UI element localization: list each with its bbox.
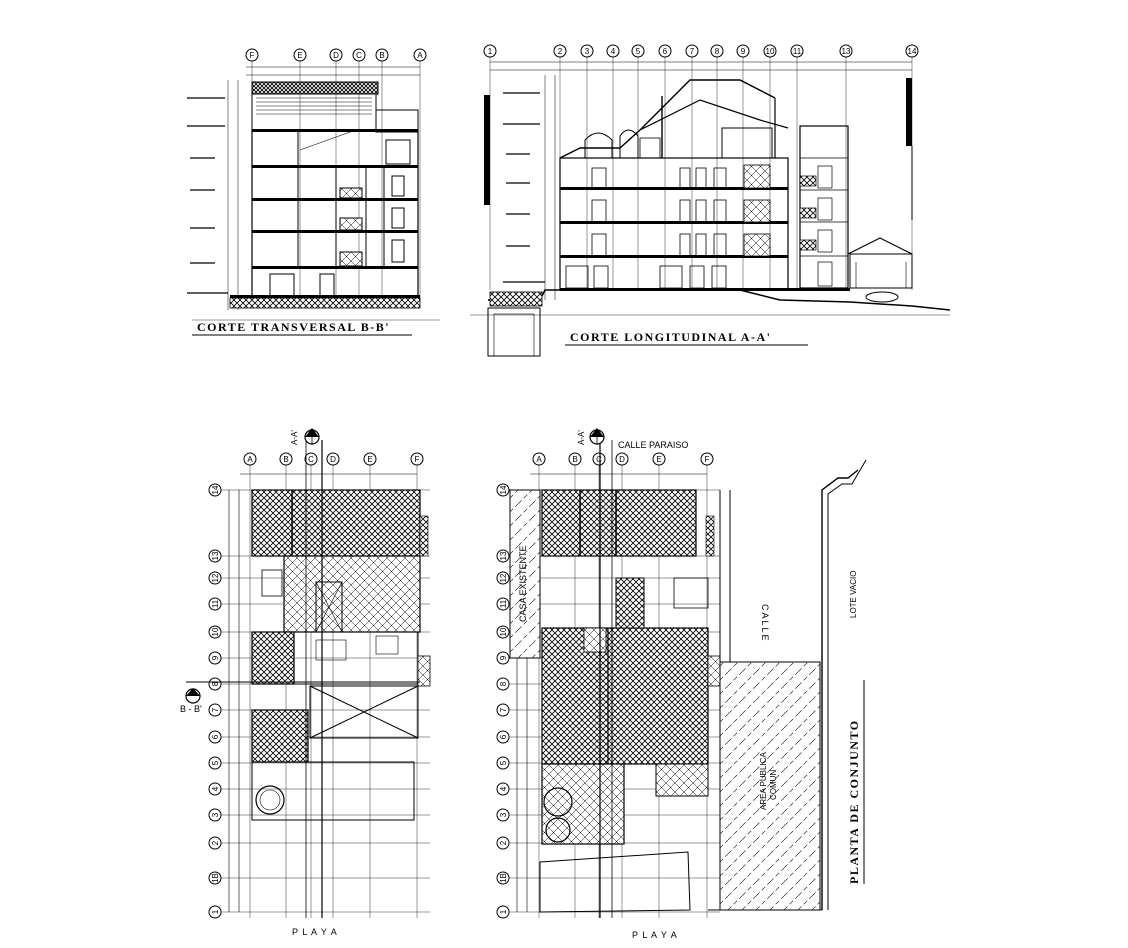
plan-col-label: A [536,455,542,464]
transversal-level-marks [187,80,239,310]
transversal-axis-label: D [333,51,339,60]
plan-row-label: 1 [499,909,508,914]
plan-col-label: B [572,455,577,464]
transversal-axis-label: B [379,51,384,60]
plan-row-label: 4 [211,786,220,791]
longitudinal-axis-label: 11 [793,47,802,56]
section-longitudinal [470,44,951,357]
plan-row-label: 10 [499,627,508,636]
longitudinal-axis-label: 7 [690,47,695,56]
transversal-axis-bubbles [245,48,427,300]
plan-row-label: 3 [499,812,508,817]
plan-row-label: 5 [499,760,508,765]
longitudinal-axis-label: 14 [908,47,917,56]
longitudinal-axis-bubbles [483,44,919,290]
common-area-label-2: COMUN [769,770,778,800]
plan-row-label: 1 [211,909,220,914]
plan-row-label: 6 [211,734,220,739]
plan-row-label: 5 [211,760,220,765]
plan-row-label: 7 [211,707,220,712]
plan-row-label: 11 [211,599,220,608]
plan-row-label: 10 [211,627,220,636]
section-mark-label-side: B - B' [180,704,202,714]
longitudinal-title: CORTE LONGITUDINAL A-A' [570,330,771,344]
longitudinal-axis-label: 4 [611,47,616,56]
transversal-title: CORTE TRANSVERSAL B-B' [197,320,390,334]
longitudinal-axis-label: 13 [842,47,851,56]
section-marker-aa-left [304,428,320,445]
plan-row-label: 12 [211,573,220,582]
longitudinal-axis-label: 2 [558,47,563,56]
plan-row-label: 6 [499,734,508,739]
plan-left-bottom-label: P L A Y A [292,927,338,937]
plan-col-label: F [415,455,420,464]
site-plan-title: PLANTA DE CONJUNTO [847,719,861,884]
plan-col-label: E [367,455,372,464]
plan-row-label: 8 [499,681,508,686]
section-mark-label-top-left: A-A' [290,430,299,445]
plan-row-label: 7 [499,707,508,712]
existing-house-label: CASA EXISTENTE [518,545,528,622]
street-top-label: CALLE PARAISO [618,440,688,450]
plan-row-label: 4 [499,786,508,791]
plan-row-label: 2 [499,840,508,845]
section-transversal [187,48,440,321]
plan-col-label: D [330,455,336,464]
longitudinal-axis-label: 5 [636,47,641,56]
plan-col-label: D [619,455,625,464]
plan-row-label: 12 [499,573,508,582]
longitudinal-axis-label: 10 [766,47,775,56]
transversal-axis-label: E [297,51,302,60]
plan-col-label: F [705,455,710,464]
longitudinal-axis-label: 9 [741,47,746,56]
plan-row-label: 8 [211,681,220,686]
plan-right-bottom-label: P L A Y A [632,930,678,940]
plan-col-label: C [596,455,602,464]
plan-row-label: 9 [499,655,508,660]
longitudinal-axis-label: 6 [663,47,668,56]
empty-lot-label: LOTE VACIO [849,571,858,618]
plan-row-label: 11 [499,599,508,608]
plan-left [186,440,431,919]
plan-row-label: 14 [499,485,508,494]
plan-col-label: A [247,455,253,464]
plan-row-label: 2 [211,840,220,845]
transversal-axis-label: F [250,51,255,60]
plan-col-label: C [308,455,314,464]
plan-col-label: B [283,455,288,464]
plan-row-label: 3 [211,812,220,817]
longitudinal-axis-label: 1 [488,47,493,56]
common-area-label-1: AREA PUBLICA [759,752,768,810]
section-marker-aa-right [589,428,605,445]
section-mark-label-top-right: A-A' [577,430,586,445]
transversal-axis-label: A [417,51,423,60]
plan-row-label: 13 [499,551,508,560]
plan-col-label: E [656,455,661,464]
plan-row-label: 1B [211,873,220,883]
plan-row-label: 9 [211,655,220,660]
plan-right [496,440,867,919]
plan-row-label: 14 [211,485,220,494]
street-side-label: CALLE [760,604,770,643]
section-marker-bb [185,688,201,704]
plan-row-label: 13 [211,551,220,560]
plan-row-label: 1B [499,873,508,883]
longitudinal-axis-label: 8 [715,47,720,56]
transversal-axis-label: C [356,51,362,60]
longitudinal-axis-label: 3 [585,47,590,56]
